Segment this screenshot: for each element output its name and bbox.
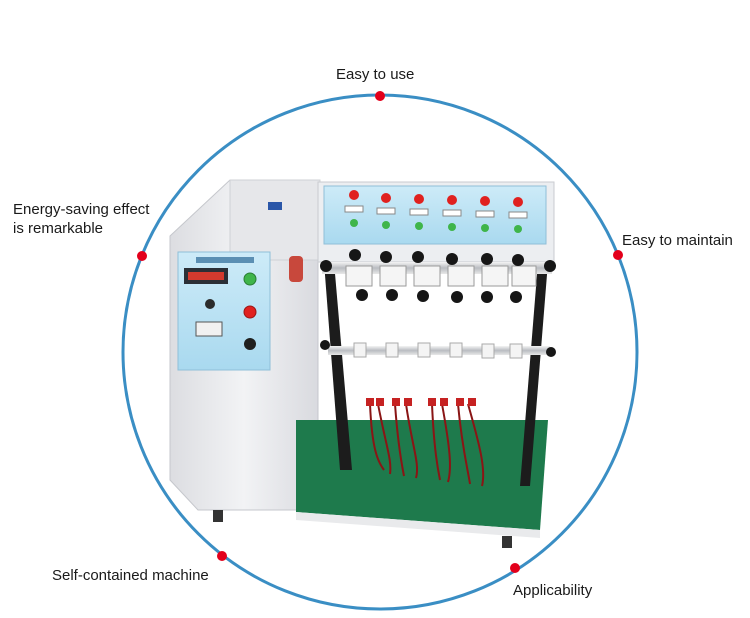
- base-edge: [296, 512, 540, 538]
- power-knob: [244, 338, 256, 350]
- red-dot-marker: [137, 251, 147, 261]
- red-button: [243, 305, 257, 319]
- feature-label-energy-saving-line2: is remarkable: [13, 220, 104, 237]
- timer-display: [195, 321, 223, 337]
- blue-label: [268, 202, 282, 210]
- feature-label-self-contained: Self-contained machine: [52, 567, 209, 584]
- caster-left: [213, 510, 223, 522]
- feature-label-energy-saving-line1: Energy-saving effect: [13, 201, 150, 218]
- red-dot-marker: [217, 551, 227, 561]
- lower-rod-clamps: [353, 342, 523, 359]
- red-dot-marker: [613, 250, 623, 260]
- star-knobs: [320, 249, 556, 357]
- clamp-blocks: [345, 265, 537, 287]
- speed-knob: [205, 299, 215, 309]
- test-cables: [369, 403, 485, 487]
- feature-label-applicability: Applicability: [513, 582, 593, 599]
- feature-label-energy-saving: Energy-saving effect is remarkable: [13, 200, 149, 238]
- caster-right: [502, 536, 512, 548]
- top-panel-buttons: [344, 190, 528, 233]
- machine-image: [169, 179, 556, 548]
- cable-clips: [366, 398, 476, 406]
- green-button: [243, 272, 257, 286]
- swing-disc: [289, 256, 303, 282]
- front-panel-title: [196, 257, 254, 263]
- feature-label-easy-to-use: Easy to use: [336, 66, 415, 83]
- red-dot-marker: [510, 563, 520, 573]
- machine-cabinet-top: [229, 179, 321, 261]
- red-dot-marker: [375, 91, 385, 101]
- frame-left-leg: [324, 262, 352, 470]
- digital-counter-display: [188, 272, 224, 280]
- green-base: [296, 420, 548, 530]
- lower-rod: [328, 346, 550, 355]
- frame-right-leg: [520, 262, 548, 486]
- feature-label-easy-to-maintain: Easy to maintain: [622, 232, 733, 249]
